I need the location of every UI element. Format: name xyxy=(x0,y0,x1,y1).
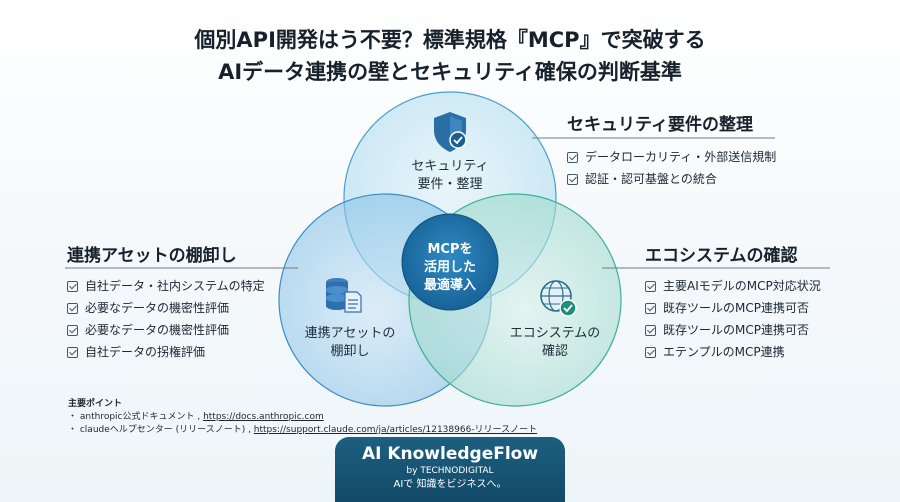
shield-check-icon xyxy=(434,112,467,152)
venn-label-security-line-1: セキュリティ xyxy=(411,159,489,174)
panel-assets-item-text: 必要なデータの機密性評価 xyxy=(85,301,230,315)
panel-security-item: データローカリティ・外部送信規制 xyxy=(567,148,776,166)
venn-label-security: セキュリティ 要件・整理 xyxy=(395,158,505,194)
panel-ecosystem-item-text: 既存ツールのMCP連携可否 xyxy=(663,323,809,337)
footer-byline: by TECHNODIGITAL xyxy=(406,466,494,476)
checkbox-icon xyxy=(567,173,578,185)
venn-label-ecosystem-line-1: エコシステムの xyxy=(509,326,601,341)
title-line-2: AIデータ連携の壁とセキュリティ確保の判断基準 xyxy=(218,60,682,84)
panel-ecosystem-item-text: 既存ツールのMCP連携可否 xyxy=(663,301,809,315)
venn-label-security-line-2: 要件・整理 xyxy=(417,177,483,192)
venn-center-label: MCPを 活用した 最適導入 xyxy=(405,241,495,295)
footer-brand: AI KnowledgeFlow xyxy=(361,444,539,464)
panel-assets: 連携アセットの棚卸し 自社データ・社内システムの特定 必要なデータの機密性評価 … xyxy=(67,245,265,361)
venn-center-line-2: 活用した xyxy=(423,260,476,275)
venn-label-assets-line-1: 連携アセットの xyxy=(304,326,396,341)
panel-ecosystem-item: 既存ツールのMCP連携可否 xyxy=(645,299,821,317)
venn-label-assets: 連携アセットの 棚卸し xyxy=(290,325,410,361)
checkbox-icon xyxy=(645,324,656,336)
panel-ecosystem-item: エテンプルのMCP連携 xyxy=(645,343,821,361)
venn-label-ecosystem-line-2: 確認 xyxy=(541,344,568,359)
panel-security-item-text: データローカリティ・外部送信規制 xyxy=(585,150,777,164)
panel-ecosystem: エコシステムの確認 主要AIモデルのMCP対応状況 既存ツールのMCP連携可否 … xyxy=(645,245,821,361)
panel-assets-item-text: 必要なデータの機密性評価 xyxy=(85,323,230,337)
panel-assets-item: 必要なデータの機密性評価 xyxy=(67,321,265,339)
source-line: ・ claudeヘルプセンター (リリースノート) , https://supp… xyxy=(68,424,537,437)
page-title: 個別API開発はう不要？標準規格『MCP』で突破する AIデータ連携の壁とセキュ… xyxy=(0,24,900,88)
panel-security: セキュリティ要件の整理 データローカリティ・外部送信規制 認証・認可基盤との統合 xyxy=(567,114,776,188)
checkbox-icon xyxy=(67,346,78,358)
source-prefix: ・ anthropic公式ドキュメント , xyxy=(68,412,204,422)
checkbox-icon xyxy=(67,280,78,292)
sources-section: 主要ポイント ・ anthropic公式ドキュメント , https://doc… xyxy=(68,398,537,437)
database-document-icon xyxy=(326,278,362,313)
panel-ecosystem-item: 既存ツールのMCP連携可否 xyxy=(645,321,821,339)
panel-ecosystem-item-text: 主要AIモデルのMCP対応状況 xyxy=(663,279,821,293)
panel-ecosystem-item-text: エテンプルのMCP連携 xyxy=(663,345,785,359)
globe-check-icon xyxy=(540,280,577,317)
venn-label-assets-line-2: 棚卸し xyxy=(330,344,370,359)
panel-assets-item: 自社データの拐権評価 xyxy=(67,343,265,361)
footer-brand-bar: AI KnowledgeFlow by TECHNODIGITAL AIで 知識… xyxy=(335,437,565,502)
checkbox-icon xyxy=(567,151,578,163)
panel-assets-item-text: 自社データ・社内システムの特定 xyxy=(85,279,265,293)
source-line: ・ anthropic公式ドキュメント , https://docs.anthr… xyxy=(68,411,537,424)
panel-ecosystem-item: 主要AIモデルのMCP対応状況 xyxy=(645,277,821,295)
checkbox-icon xyxy=(645,346,656,358)
panel-ecosystem-title: エコシステムの確認 xyxy=(645,246,798,266)
center-core xyxy=(401,213,499,311)
source-link[interactable]: https://support.claude.com/ja/articles/1… xyxy=(253,425,538,435)
panel-assets-item: 必要なデータの機密性評価 xyxy=(67,299,265,317)
sources-heading: 主要ポイント xyxy=(68,399,123,409)
checkbox-icon xyxy=(67,302,78,314)
checkbox-icon xyxy=(645,280,656,292)
panel-security-item: 認証・認可基盤との統合 xyxy=(567,170,776,188)
panel-assets-title: 連携アセットの棚卸し xyxy=(67,246,237,266)
panel-assets-item-text: 自社データの拐権評価 xyxy=(85,345,206,359)
panel-security-title: セキュリティ要件の整理 xyxy=(567,115,753,135)
venn-center-line-1: MCPを xyxy=(427,242,473,257)
panel-security-item-text: 認証・認可基盤との統合 xyxy=(585,172,717,186)
footer-tagline: AIで 知識をビジネスへ。 xyxy=(393,479,507,490)
checkbox-icon xyxy=(645,302,656,314)
panel-assets-item: 自社データ・社内システムの特定 xyxy=(67,277,265,295)
title-line-1: 個別API開発はう不要？標準規格『MCP』で突破する xyxy=(194,28,706,52)
source-prefix: ・ claudeヘルプセンター (リリースノート) , xyxy=(68,425,254,435)
venn-label-ecosystem: エコシステムの 確認 xyxy=(495,325,615,361)
venn-center-line-3: 最適導入 xyxy=(423,278,476,293)
source-link[interactable]: https://docs.anthropic.com xyxy=(203,412,324,422)
checkbox-icon xyxy=(67,324,78,336)
